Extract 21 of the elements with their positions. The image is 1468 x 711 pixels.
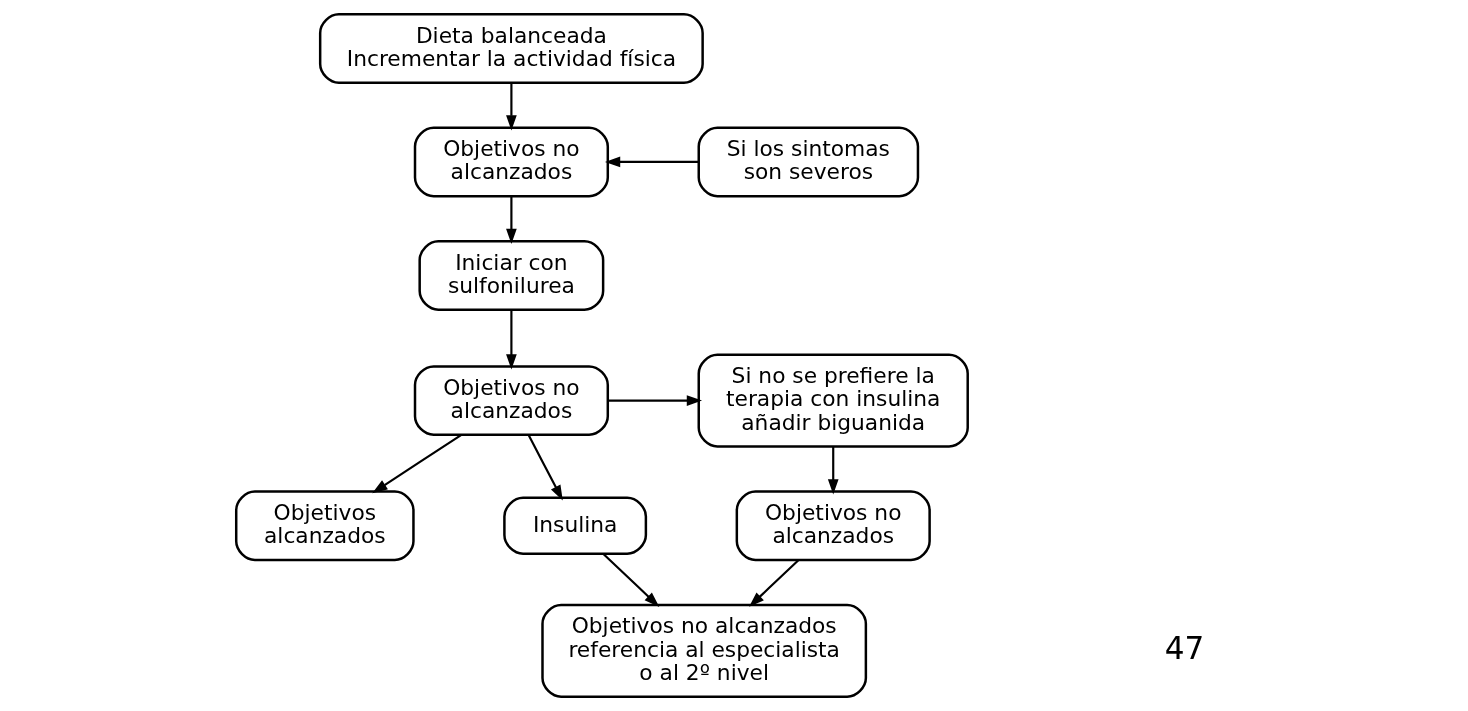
arrow <box>607 395 702 406</box>
arrow <box>371 433 462 494</box>
node-box: Insulina <box>502 496 647 555</box>
node-box: Objetivos no alcanzados <box>413 126 609 198</box>
node-box: Si no se prefiere la terapia con insulina añadir biguanida <box>697 353 969 448</box>
node-box: Objetivos alcanzados <box>234 490 415 562</box>
node-box: Si los sintomas son severos <box>697 126 919 198</box>
arrow <box>827 446 839 495</box>
arrow <box>527 434 563 501</box>
arrow <box>604 156 699 168</box>
node-box: Iniciar con sulfonilurea <box>417 240 604 311</box>
node-box: Objetivos no alcanzados <box>735 490 931 562</box>
label: 47 <box>1164 629 1204 666</box>
node-box: Objetivos no alcanzados referencia al especialista o al 2º nivel <box>540 603 867 698</box>
node-box: Dieta balanceada Incrementar la actividad física <box>318 13 704 84</box>
arrow <box>601 552 659 607</box>
node-box: Objetivos no alcanzados <box>413 365 609 437</box>
arrow <box>748 559 799 607</box>
arrow <box>505 196 517 245</box>
arrow <box>505 309 517 370</box>
arrow <box>505 83 517 131</box>
